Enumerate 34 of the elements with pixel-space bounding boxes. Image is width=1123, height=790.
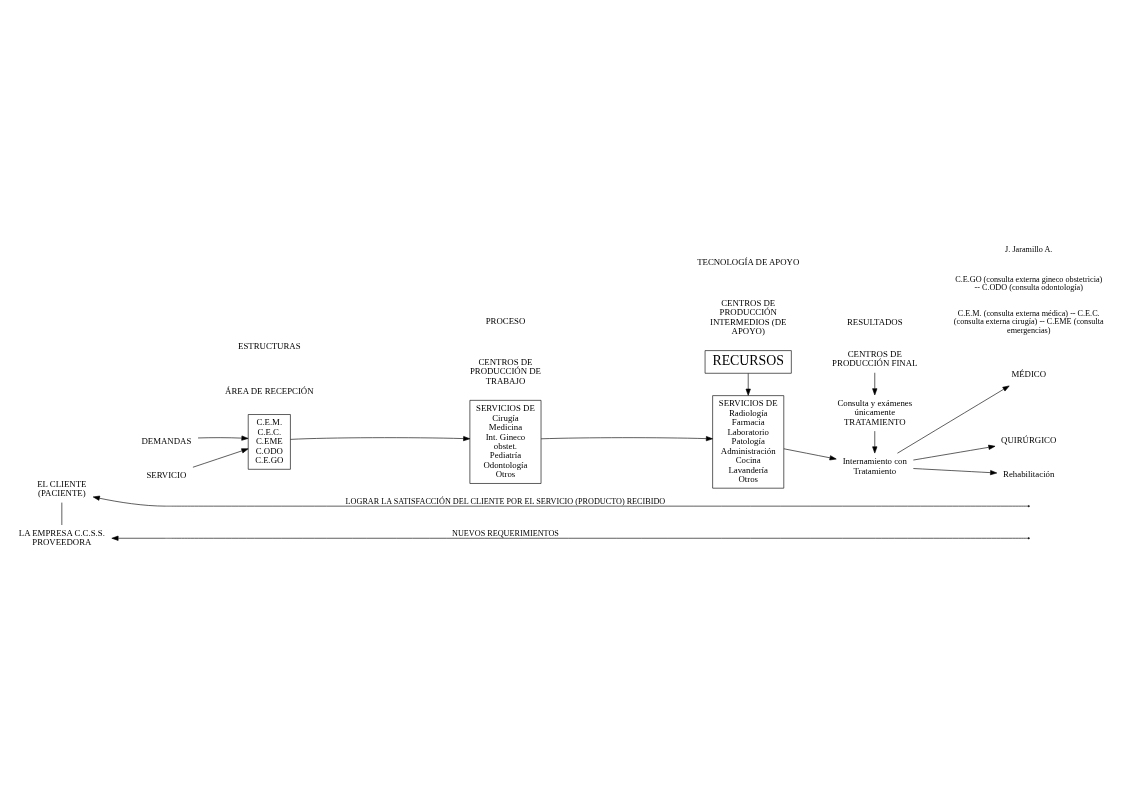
arrow <box>913 468 998 476</box>
node-text: Consulta y exámenes únicamente TRATAMIENTO <box>837 397 913 427</box>
arrow <box>197 435 249 441</box>
arrow <box>745 373 751 396</box>
node-text: QUIRÚRGICO <box>1001 434 1057 445</box>
node-text: DEMANDAS <box>141 436 192 447</box>
arrow <box>111 535 1029 541</box>
node-box: SERVICIOS DE Radiología Farmacia Laboratorio Patología Administración Cocina Lavandería Otros <box>712 395 785 489</box>
node-box: RECURSOS <box>704 350 792 374</box>
node-text: Internamiento con Tratamiento <box>842 456 907 476</box>
arrow <box>192 448 249 468</box>
label: PROCESO <box>485 315 526 326</box>
arrow <box>913 444 996 461</box>
arrow <box>872 372 878 396</box>
node-text: MÉDICO <box>1011 368 1047 379</box>
arrow <box>872 430 878 454</box>
arrow <box>783 448 837 461</box>
node-box: C.E.M. C.E.C. C.EME C.ODO C.E.GO <box>247 414 291 470</box>
node-box: SERVICIOS DE Cirugía Medicina Int. Gineco obstet. Pediatría Odontología Otros <box>469 400 542 484</box>
label: CENTROS DE PRODUCCIÓN DE TRABAJO <box>469 356 542 386</box>
label: ESTRUCTURAS <box>238 340 301 351</box>
label: RESULTADOS <box>846 316 903 327</box>
label: TECNOLOGÍA DE APOYO <box>697 256 800 267</box>
arrow <box>897 385 1010 454</box>
node-text: EL CLIENTE (PACIENTE) <box>37 478 87 499</box>
node-text: CENTROS DE PRODUCCIÓN FINAL <box>832 349 918 369</box>
label: ÁREA DE RECEPCIÓN <box>225 385 314 396</box>
label: CENTROS DE PRODUCCIÓN INTERMEDIOS (DE APOYO) <box>709 298 787 337</box>
node-text: SERVICIO <box>146 470 187 481</box>
arrow <box>290 436 471 442</box>
node-text: LA EMPRESA C.C.S.S. PROVEEDORA <box>18 527 105 548</box>
arrow <box>540 436 713 442</box>
arrow <box>92 495 1029 507</box>
node-text: Rehabilitación <box>1003 468 1055 479</box>
